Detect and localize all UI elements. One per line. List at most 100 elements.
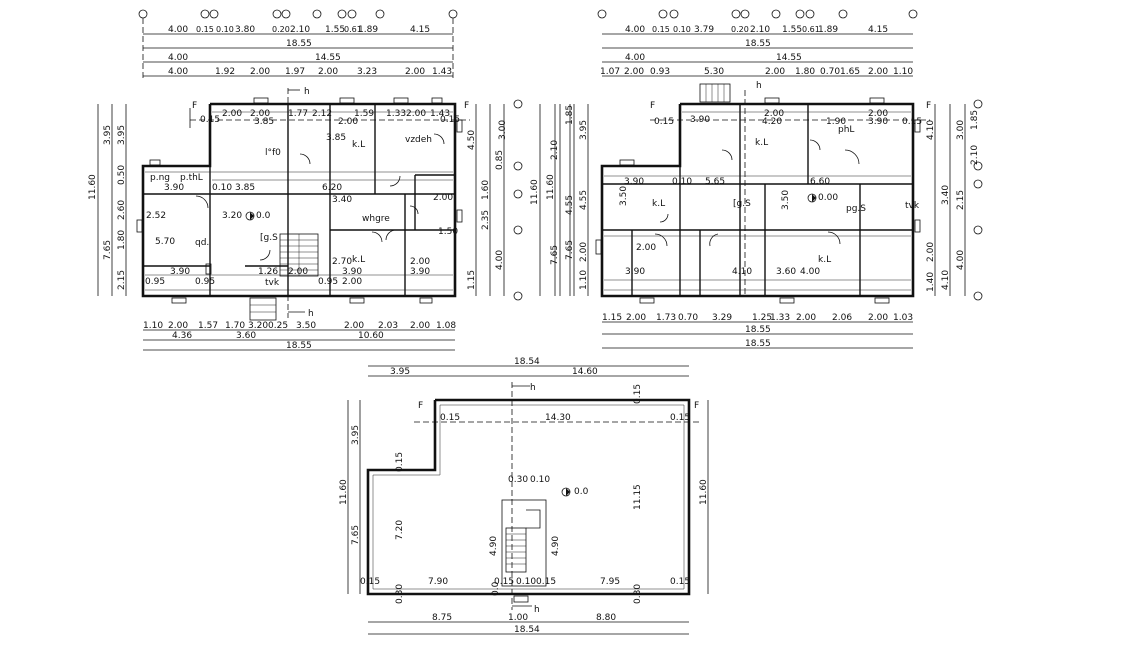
dim2-top-r4-0: 1.07 [600, 67, 620, 77]
room-label-kl-1: k.L [352, 140, 365, 150]
room-dim-2: 2.00 [250, 109, 270, 119]
dim2-right-3: 4.10 [926, 120, 936, 140]
dim3-inner-3: 0.15 [395, 452, 405, 472]
dim3-bottom-r1-0: 8.75 [432, 613, 452, 623]
room-dim-31: 0.15 [200, 115, 220, 125]
dim2-bottom-r1-10: 1.03 [893, 313, 913, 323]
room-dim-3: 2.12 [312, 109, 332, 119]
room-label-qd: qd. [195, 238, 209, 248]
room2-label-pgs: pg.S [846, 204, 866, 214]
dim-top-r1-3: 3.80 [235, 25, 255, 35]
dim3-top-r1: 18.54 [514, 357, 540, 367]
room-label-phl: p.thL [180, 173, 203, 183]
dim3-inner-16: 7.95 [600, 577, 620, 587]
dim3-bottom-r1-1: 1.00 [508, 613, 528, 623]
dim-left-5: 1.80 [117, 230, 127, 250]
section3-mark-f-2: F [694, 401, 699, 411]
floor-plan-1: 4.00 0.15 0.10 3.80 0.20 2.10 1.55 0.61 … [88, 9, 575, 351]
dim2-top-r1-3: 3.79 [694, 25, 714, 35]
room-dim-0: 2.00 [222, 109, 242, 119]
dim-right-5: 1.60 [481, 180, 491, 200]
dim2-top-r3-0: 4.00 [625, 53, 645, 63]
dim2-bottom-r1-1: 2.00 [626, 313, 646, 323]
dim3-inner-14: 0.10 [516, 577, 536, 587]
room2-dim-6: 5.65 [705, 177, 725, 187]
room-dim-33: 0.15 [440, 115, 460, 125]
dim2-right-7: 4.00 [956, 250, 966, 270]
dim2-right-2: 2.10 [970, 145, 980, 165]
room-dim-6: 1.33 [386, 109, 406, 119]
floor-plan-3: 18.54 3.95 14.60 0.15 14.30 0.15 0.15 0.… [339, 357, 709, 635]
room-dim-9: 3.85 [254, 117, 274, 127]
room2-label-gs: [g.S [733, 199, 751, 209]
dim-top-r1-1: 0.15 [196, 25, 214, 34]
room2-dim-7: 6.60 [810, 177, 830, 187]
dim2-top-r1-8: 1.89 [818, 25, 838, 35]
section3-mark-h-2: h [534, 605, 540, 615]
room-dim-28: 2.00 [342, 277, 362, 287]
dim-right-6: 2.35 [481, 210, 491, 230]
dim-left-2: 3.95 [117, 125, 127, 145]
dim2-left-2: 7.65 [565, 240, 575, 260]
room2-dim-0: 3.90 [690, 115, 710, 125]
dim-top-r1-5: 2.10 [290, 25, 310, 35]
dim-top-r3-0: 4.00 [168, 53, 188, 63]
room-dim-26: 2.00 [288, 267, 308, 277]
dim3-inner-5: 7.20 [395, 520, 405, 540]
dim2-right-9: 2.00 [926, 242, 936, 262]
dim2-left-4: 1.10 [579, 270, 589, 290]
dim2-top-r1-0: 4.00 [625, 25, 645, 35]
dim-right-1: 1.85 [565, 105, 575, 125]
dim2-top-r3-1: 14.55 [776, 53, 802, 63]
dim-bottom-r1-10: 1.08 [436, 321, 456, 331]
dim2-bottom-r1-5: 1.25 [752, 313, 772, 323]
room-dim-19: 2.00 [410, 257, 430, 267]
dim-right-11: 0.85 [495, 150, 505, 170]
dim-top-r4-6: 2.00 [405, 67, 425, 77]
dim-left-4: 2.60 [117, 200, 127, 220]
room2-level-0: 0.00 [818, 193, 838, 203]
room2-dim-17: 0.15 [902, 117, 922, 127]
dim-top-r4-5: 3.23 [357, 67, 377, 77]
dim2-top-r1-5: 2.10 [750, 25, 770, 35]
dim-top-r1-6: 1.55 [325, 25, 345, 35]
dim3-inner-15: 0.15 [536, 577, 556, 587]
dim-bottom-r1-5: 0.25 [268, 321, 288, 331]
dim2-top-r4-1: 2.00 [624, 67, 644, 77]
room2-dim-3: 2.00 [868, 109, 888, 119]
dim3-top-r2-1: 14.60 [572, 367, 598, 377]
level-label: 0.0 [256, 211, 271, 221]
section-mark-h-1: h [304, 87, 310, 97]
dim-bottom-r1-1: 2.00 [168, 321, 188, 331]
dim2-top-r1-9: 4.15 [868, 25, 888, 35]
dim-top-r4-4: 2.00 [318, 67, 338, 77]
dim3-inner-0: 0.15 [440, 413, 460, 423]
dim-top-r1-0: 4.00 [168, 25, 188, 35]
dim-bottom-r1-6: 3.50 [296, 321, 316, 331]
room2-dim-9: 3.50 [781, 190, 791, 210]
dim2-bottom-r1-3: 0.70 [678, 313, 698, 323]
grid-bubbles-top-2 [597, 9, 918, 19]
dim-right-10: 7.65 [550, 245, 560, 265]
dim-right-3: 11.60 [530, 179, 540, 205]
dim2-right-1: 1.85 [970, 110, 980, 130]
dim-right-9: 4.55 [565, 195, 575, 215]
dim2-top-r4-4: 2.00 [765, 67, 785, 77]
dim2-top-r4-8: 2.00 [868, 67, 888, 77]
dim2-top-r1-7: 0.61 [802, 25, 820, 34]
dim-right-4: 4.50 [467, 130, 477, 150]
dim3-inner-18: 0.30 [395, 584, 405, 604]
dim2-top-r1-6: 1.55 [782, 25, 802, 35]
dim2-top-r2: 18.55 [745, 39, 771, 49]
dim2-top-r1-4: 0.20 [731, 25, 749, 34]
room-dim-21: 2.52 [146, 211, 166, 221]
room-label-whgre: whgre [362, 214, 390, 224]
dim2-top-r1-1: 0.15 [652, 25, 670, 34]
dim-left-6: 2.15 [117, 270, 127, 290]
room2-dim-1: 2.00 [764, 109, 784, 119]
section2-mark-f-2: F [926, 101, 931, 111]
section-mark-f-2: F [464, 101, 469, 111]
room-dim-25: 1.26 [258, 267, 278, 277]
room-dim-12: 3.85 [326, 133, 346, 143]
dim3-inner-12: 7.90 [428, 577, 448, 587]
